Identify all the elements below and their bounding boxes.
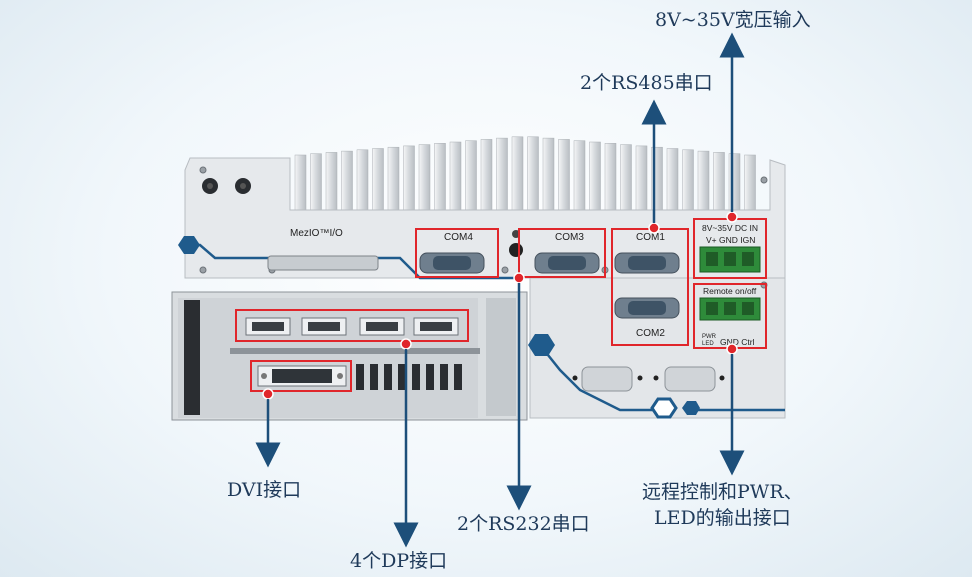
dc-in-label: 8V~35V DC IN — [702, 223, 758, 233]
cage-inner — [178, 298, 478, 418]
hex-accents — [178, 236, 700, 419]
com4-port — [419, 252, 485, 274]
com2-label: COM2 — [636, 328, 665, 339]
heatsink-fin — [403, 145, 415, 211]
com1-port — [614, 252, 680, 274]
pwr-label: PWR — [702, 334, 717, 340]
com3-label: COM3 — [555, 232, 584, 243]
heatsink-fin — [325, 152, 338, 211]
com2-port — [614, 297, 680, 319]
heatsink-fin — [310, 153, 322, 211]
com3-port — [534, 252, 600, 274]
heatsink-fin — [589, 141, 601, 211]
remote-label: Remote on/off — [703, 286, 757, 296]
heatsink-fin — [635, 145, 648, 211]
callout-remote-led-line1: 远程控制和PWR、 — [642, 481, 803, 503]
gnd-ctrl-label: GND Ctrl — [720, 337, 755, 347]
dvi-port — [257, 365, 347, 387]
cage-side-panel — [486, 298, 516, 416]
heatsink-fin — [449, 141, 462, 211]
heatsink-fin — [573, 140, 586, 211]
heatsink-fin — [372, 148, 384, 211]
heatsink-fins — [294, 136, 756, 211]
heatsink-fin — [294, 154, 307, 211]
heatsink-fin — [341, 150, 353, 211]
callout-dvi: DVI接口 — [227, 479, 302, 501]
audio-jack — [509, 243, 523, 257]
heatsink-fin — [480, 139, 493, 211]
heatsink-fin — [558, 139, 570, 211]
heatsink-fin — [604, 143, 617, 211]
bracket-left — [184, 300, 200, 415]
heatsink-fin — [387, 146, 400, 211]
callout-power-input: 8V~35V宽压输入 — [655, 9, 811, 31]
heatsink-fin — [666, 148, 679, 211]
heatsink-fin — [542, 137, 555, 211]
front-buttons — [202, 178, 251, 194]
heatsink-fin — [697, 150, 710, 211]
mezio-slot — [267, 255, 379, 271]
callout-remote-led-line2: LED的输出接口 — [654, 507, 791, 529]
dc-terminal — [699, 246, 761, 273]
heatsink-fin — [744, 154, 756, 211]
heatsink-fin — [511, 136, 524, 211]
mezio-label: MezIO™I/O — [290, 228, 343, 239]
serial-ports — [419, 252, 680, 319]
heatsink-fin — [713, 152, 725, 211]
com4-label: COM4 — [444, 232, 473, 243]
dp-ports — [245, 317, 459, 336]
callout-rs485: 2个RS485串口 — [580, 72, 713, 94]
heatsink-fin — [418, 144, 431, 211]
card-divider — [230, 348, 480, 354]
heatsink-fin — [496, 137, 508, 211]
callout-dp: 4个DP接口 — [350, 550, 448, 572]
heatsink-fin — [682, 149, 694, 211]
heatsink-fin — [620, 144, 632, 211]
remote-terminal — [699, 297, 761, 321]
knockouts — [581, 366, 716, 392]
heatsink-fin — [728, 153, 741, 211]
heatsink-fin — [527, 136, 539, 211]
dc-pins-label: V+ GND IGN — [706, 235, 755, 245]
heatsink-fin — [465, 140, 477, 211]
led-label: LED — [702, 341, 714, 347]
marker-dots — [262, 211, 738, 400]
panel-dots — [572, 375, 725, 381]
callout-arrows — [255, 32, 745, 548]
heatsink-fin — [434, 143, 446, 211]
heatsink-fin — [356, 149, 369, 211]
callout-rs232: 2个RS232串口 — [457, 513, 590, 535]
bracket-vents — [356, 364, 462, 390]
com1-label: COM1 — [636, 232, 665, 243]
